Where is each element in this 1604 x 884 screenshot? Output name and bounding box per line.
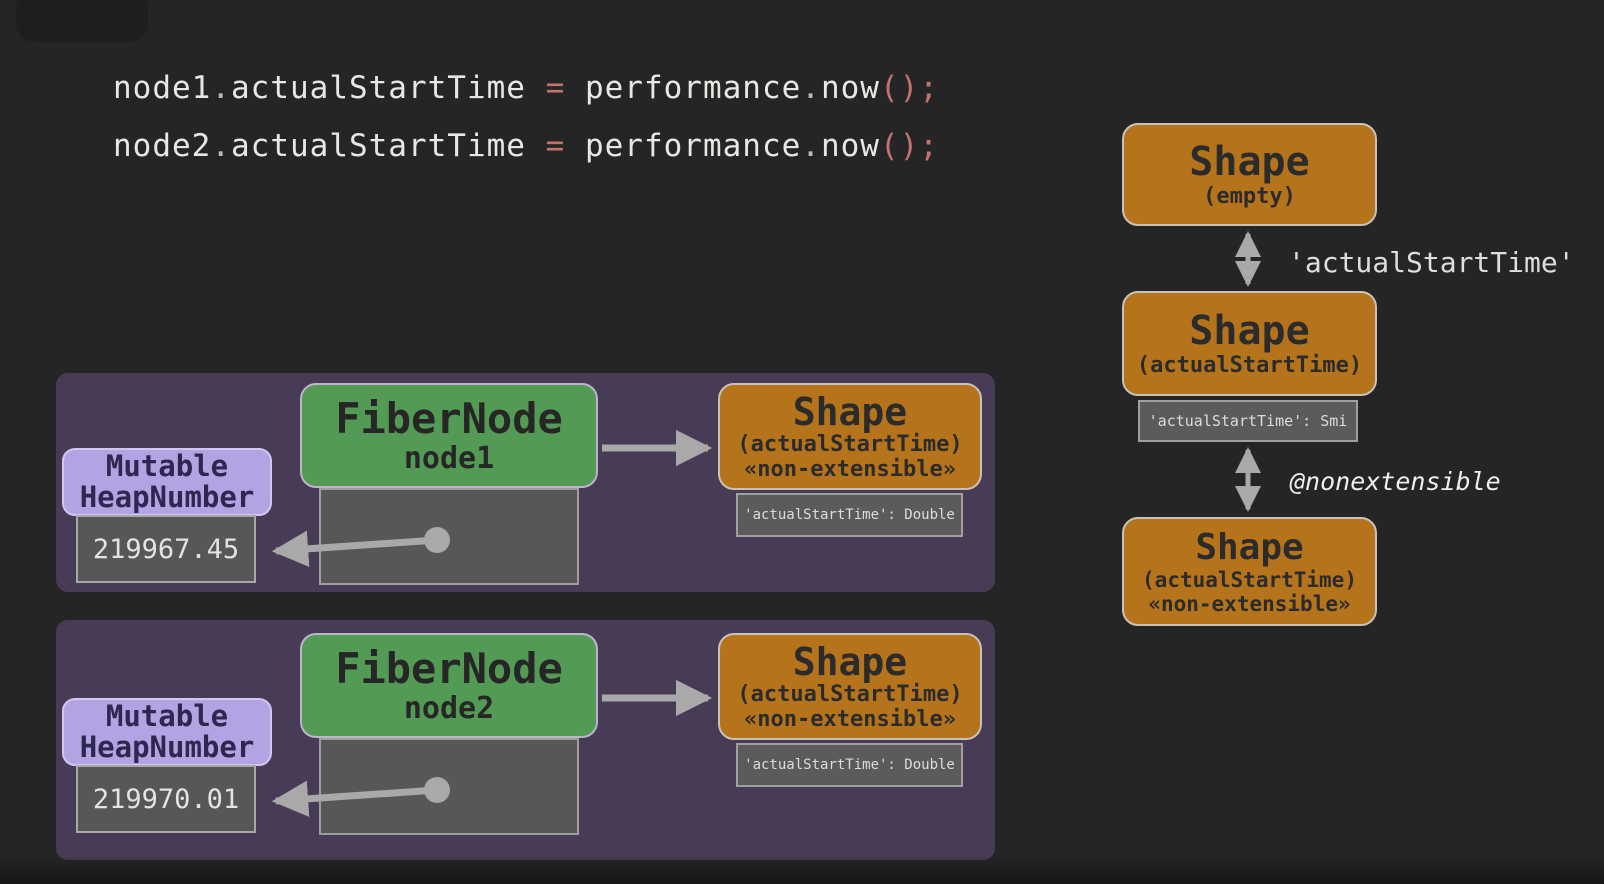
object-panel-node2: FiberNode node2 Mutable HeapNumber 21997… (56, 620, 995, 860)
code-token: = (525, 128, 585, 164)
shape-property-label: (actualStartTime) (1142, 567, 1357, 592)
code-token: . (211, 128, 231, 164)
shape-box: Shape (actualStartTime) «non-extensible» (718, 633, 982, 740)
heapnumber-label: Mutable (105, 449, 229, 483)
shape-descriptor-row: 'actualStartTime': Double (736, 493, 963, 537)
code-token: (); (879, 128, 939, 164)
code-snippet: node1.actualStartTime = performance.now(… (113, 70, 939, 186)
bottom-vignette (0, 856, 1604, 884)
shape-property-label: (actualStartTime) (737, 431, 963, 457)
code-token: . (211, 70, 231, 106)
shape-box: Shape (actualStartTime) «non-extensible» (718, 383, 982, 490)
shape-property-label: (actualStartTime) (737, 681, 963, 707)
code-token: performance (584, 70, 802, 106)
shape-extensibility-flag: «non-extensible» (744, 456, 956, 482)
code-token: actualStartTime (231, 128, 526, 164)
top-left-overlay (16, 0, 148, 42)
shape-title: Shape (1189, 308, 1310, 354)
fibernode-storage-slot (319, 738, 579, 835)
shape-title: Shape (1195, 526, 1304, 568)
shape-extensibility-flag: «non-extensible» (744, 706, 956, 732)
code-token: node2 (113, 128, 212, 164)
shape-title: Shape (792, 389, 908, 434)
code-token: now (820, 70, 880, 106)
shape-property-label: (actualStartTime) (1136, 353, 1363, 378)
shape-property-label: (empty) (1203, 184, 1296, 209)
shape-title: Shape (1189, 139, 1310, 185)
code-token: now (820, 128, 880, 164)
fibernode-title: FiberNode (335, 393, 563, 443)
heapnumber-value: 219970.01 (76, 765, 256, 833)
shape-descriptor-row: 'actualStartTime': Double (736, 743, 963, 787)
shape-chain-node-nonextensible: Shape (actualStartTime) «non-extensible» (1122, 517, 1377, 626)
shape-chain-node-empty: Shape (empty) (1122, 123, 1377, 226)
transition-label-actualstarttime: 'actualStartTime' (1288, 246, 1575, 279)
object-panel-node1: FiberNode node1 Mutable HeapNumber 21996… (56, 373, 995, 592)
fibernode-storage-slot (319, 488, 579, 585)
code-token: . (801, 128, 821, 164)
code-token: = (525, 70, 585, 106)
code-token: performance (584, 128, 802, 164)
shape-descriptor-row: 'actualStartTime': Smi (1138, 400, 1358, 442)
transition-label-nonextensible: @nonextensible (1290, 467, 1501, 496)
fibernode-title: FiberNode (335, 643, 563, 693)
code-token: actualStartTime (231, 70, 526, 106)
code-token: . (801, 70, 821, 106)
fibernode-box: FiberNode node2 (300, 633, 598, 738)
mutable-heapnumber-box: Mutable HeapNumber (62, 698, 272, 766)
code-token: node1 (113, 70, 212, 106)
fibernode-instance-label: node1 (403, 440, 495, 476)
heapnumber-label: HeapNumber (79, 480, 255, 514)
shape-title: Shape (792, 639, 908, 684)
shape-extensibility-flag: «non-extensible» (1148, 591, 1351, 616)
code-line-1: node1.actualStartTime = performance.now(… (113, 70, 939, 107)
heapnumber-value: 219967.45 (76, 515, 256, 583)
fibernode-box: FiberNode node1 (300, 383, 598, 488)
heapnumber-label: HeapNumber (79, 730, 255, 764)
shape-chain-node-actualstarttime: Shape (actualStartTime) (1122, 291, 1377, 396)
heapnumber-label: Mutable (105, 699, 229, 733)
fibernode-instance-label: node2 (403, 690, 495, 726)
mutable-heapnumber-box: Mutable HeapNumber (62, 448, 272, 516)
code-token: (); (879, 70, 939, 106)
code-line-2: node2.actualStartTime = performance.now(… (113, 128, 939, 165)
